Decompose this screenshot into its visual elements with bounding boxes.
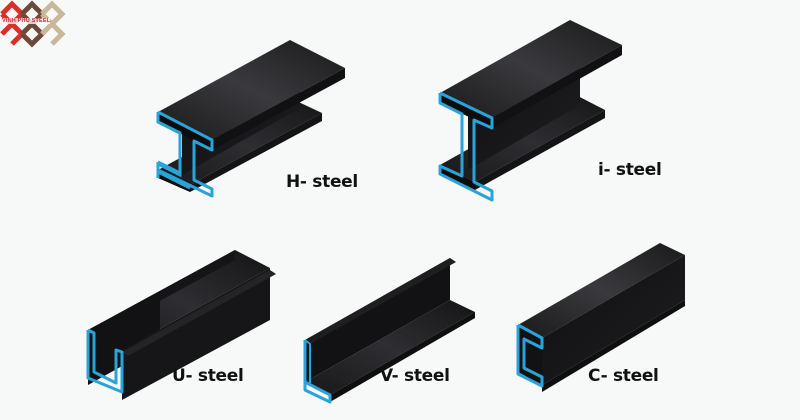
v-steel-angle-icon <box>303 258 475 404</box>
c-steel-label: C- steel <box>588 366 659 386</box>
v-steel-label: V- steel <box>380 366 450 386</box>
i-steel-beam-icon <box>438 20 622 202</box>
logo-text: VINH PHU STEEL <box>2 18 51 24</box>
c-steel-channel-icon <box>516 243 685 392</box>
u-steel-label: U- steel <box>172 366 244 386</box>
h-steel-label: H- steel <box>286 172 358 192</box>
u-steel-channel-icon <box>86 250 276 400</box>
vinh-phu-steel-logo: VINH PHU STEEL <box>0 0 70 48</box>
h-steel-beam-icon <box>156 40 345 198</box>
i-steel-label: i- steel <box>598 160 662 180</box>
